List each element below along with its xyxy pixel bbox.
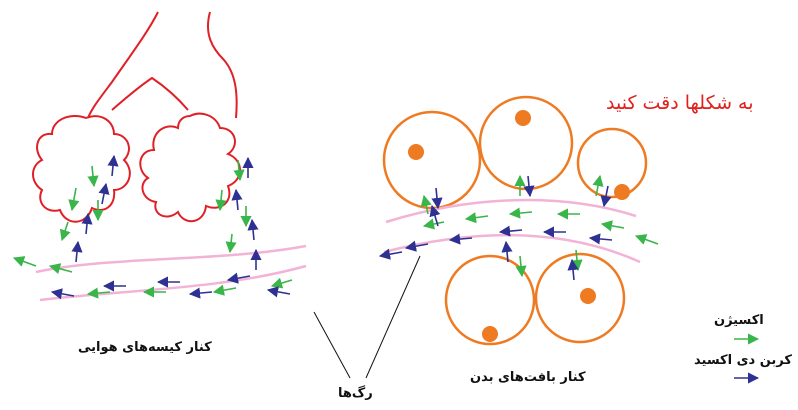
cell-1 (382, 110, 482, 210)
cell-nuclei (408, 110, 630, 342)
vessel-pointer-lines (313, 255, 421, 379)
legend-oxygen-label: اکسیژن (714, 313, 764, 328)
cell-4 (444, 254, 536, 346)
tissue-cells (382, 95, 648, 346)
alveolus-left (32, 115, 131, 223)
label-alveoli: کنار کیسه‌های هوایی (78, 340, 212, 355)
instruction-text: به شکلها دقت کنید (606, 92, 754, 114)
legend-co2-label: کربن دی اکسید (694, 353, 792, 368)
co2-arrows (50, 154, 760, 384)
label-vessels: رگ‌ها (338, 386, 373, 401)
alveolus-right (139, 112, 241, 222)
vessel-tissues (383, 198, 641, 264)
alveoli-group (32, 11, 241, 223)
oxygen-arrows (12, 159, 760, 345)
label-tissues: کنار بافت‌های بدن (470, 370, 586, 385)
vessel-alveoli (35, 244, 307, 302)
bronchiole-outline (87, 11, 238, 119)
cell-3 (576, 127, 648, 199)
cell-5 (534, 252, 626, 344)
